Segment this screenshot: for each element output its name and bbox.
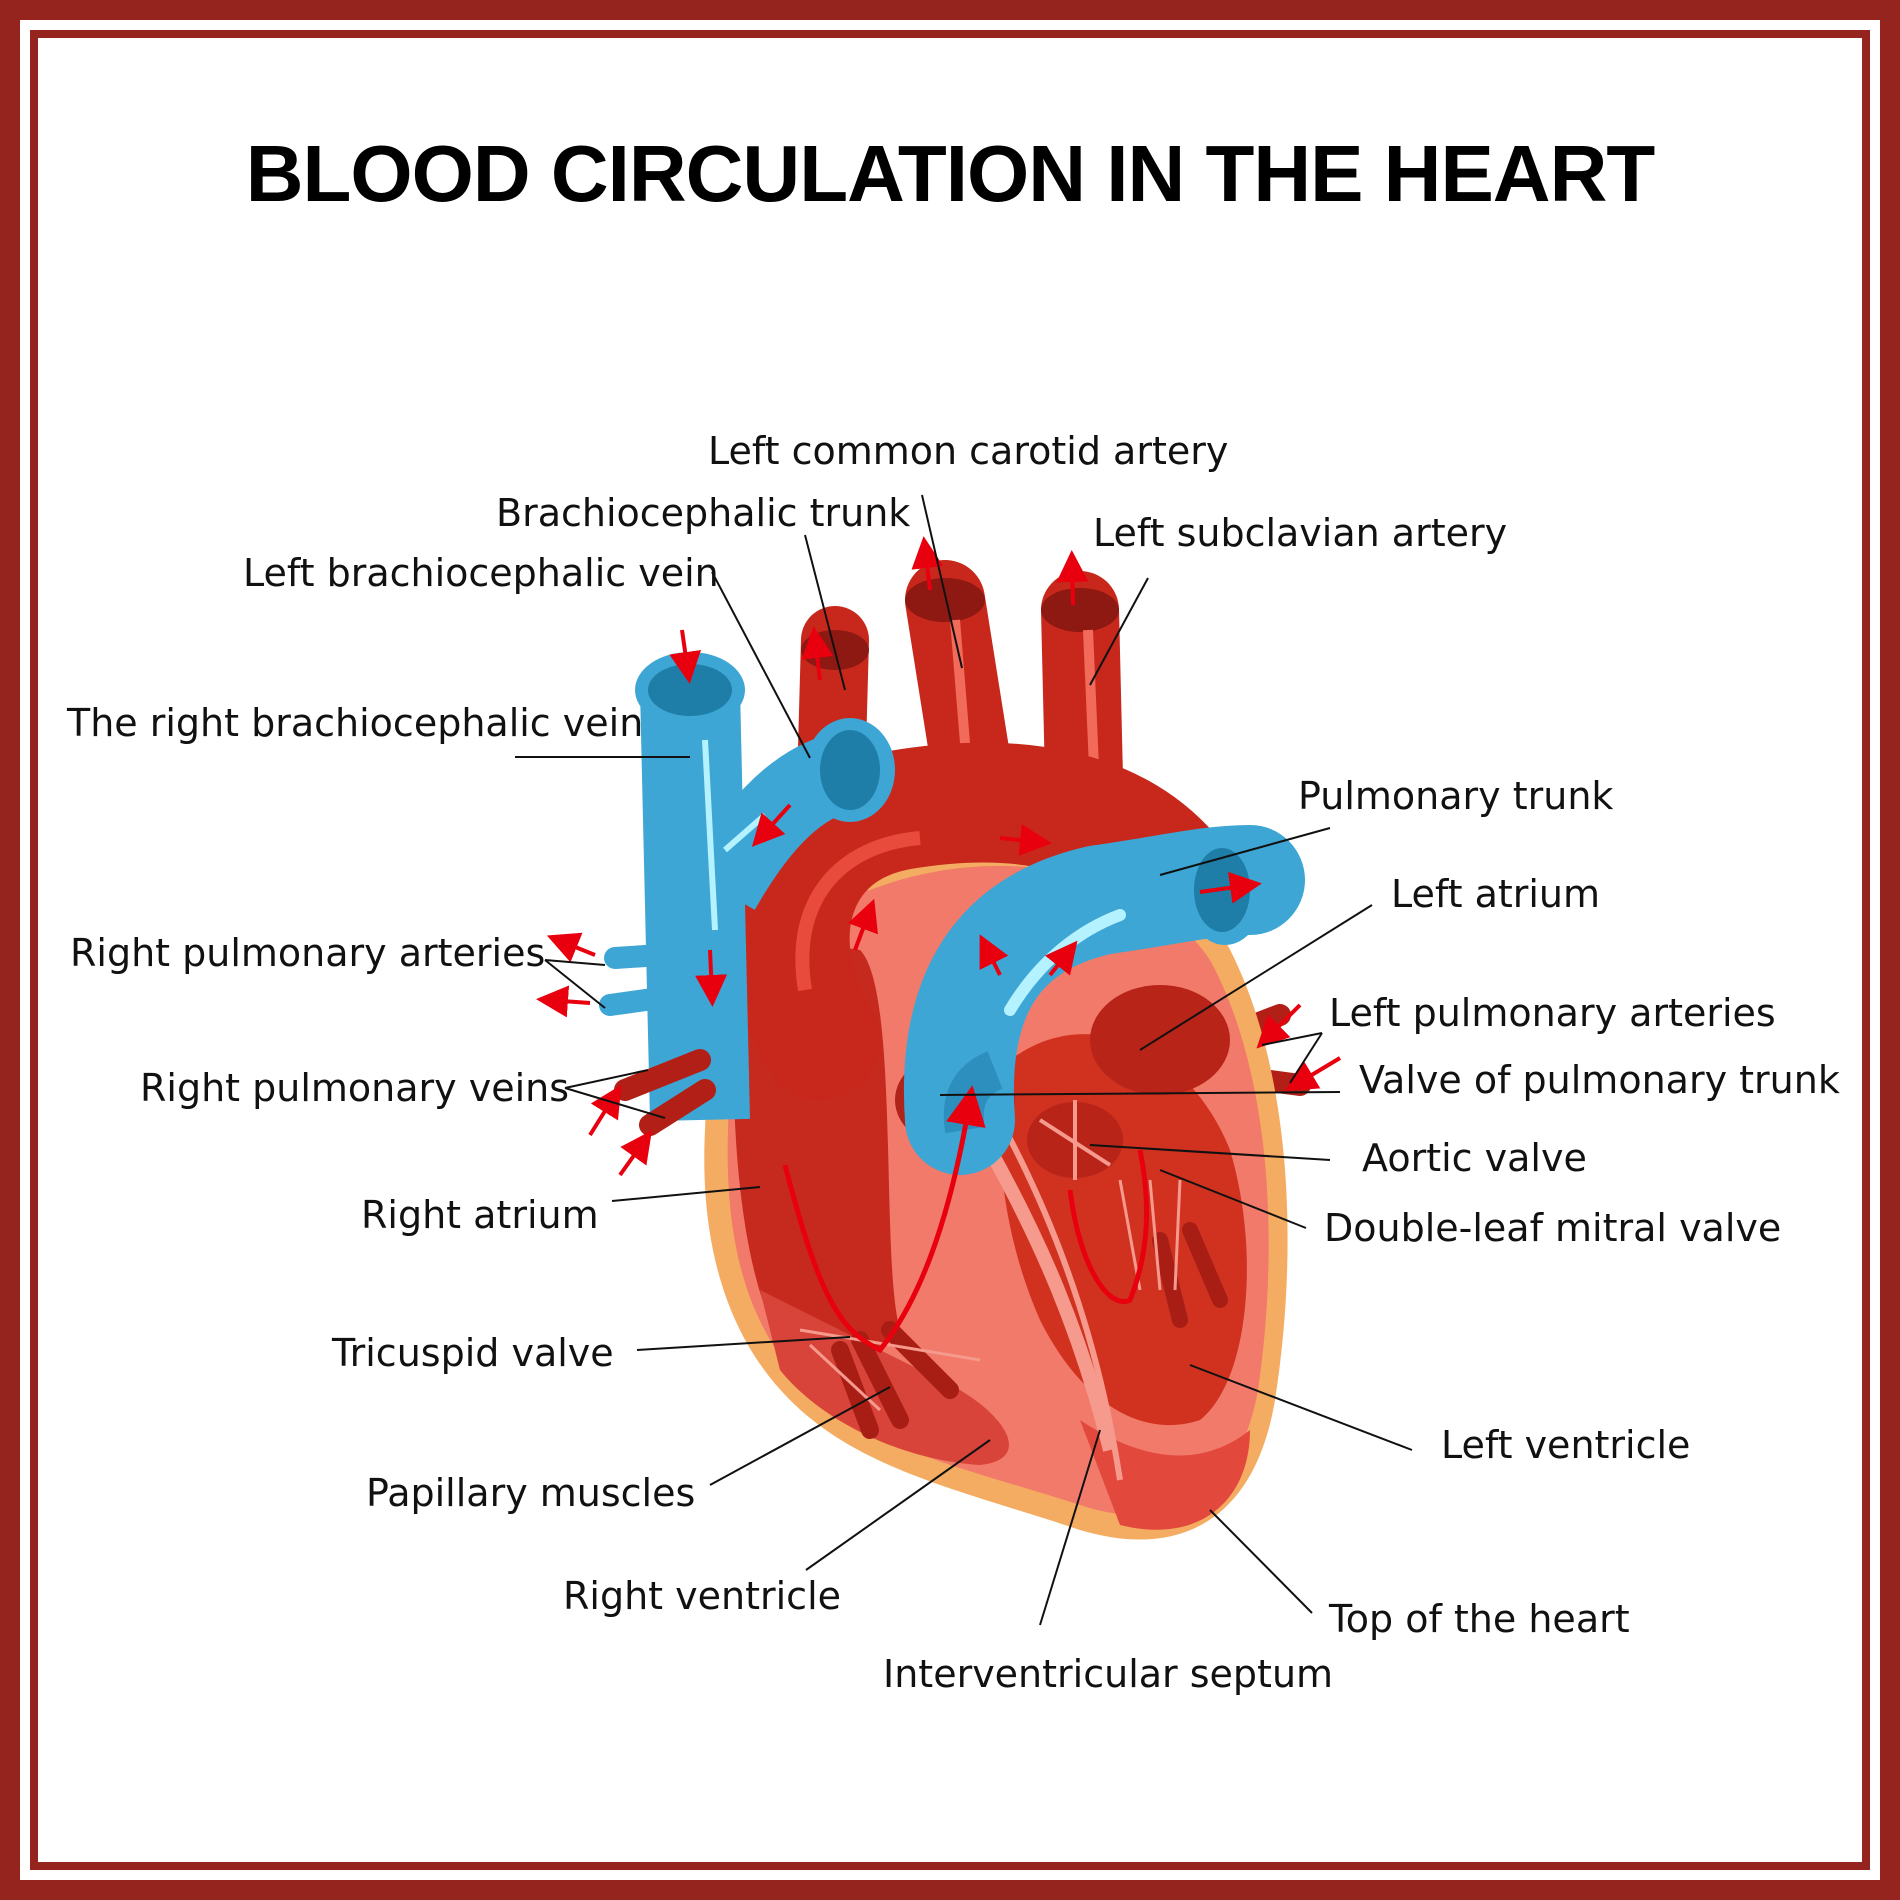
label-top-of-the-heart: Top of the heart <box>1329 1597 1630 1641</box>
label-tricuspid-valve: Tricuspid valve <box>332 1331 614 1375</box>
label-left-subclavian-artery: Left subclavian artery <box>1093 511 1508 555</box>
leader-lines <box>515 494 1413 1626</box>
right-pulmonary-veins-vessels <box>614 1049 716 1136</box>
label-double-leaf-mitral-valve: Double-leaf mitral valve <box>1324 1206 1782 1250</box>
label-right-pulmonary-veins: Right pulmonary veins <box>140 1066 570 1110</box>
label-papillary-muscles: Papillary muscles <box>366 1471 696 1515</box>
vena-cava <box>599 652 895 1122</box>
label-left-pulmonary-arteries: Left pulmonary arteries <box>1329 991 1776 1035</box>
label-pulmonary-trunk: Pulmonary trunk <box>1298 774 1614 818</box>
label-brachiocephalic-trunk: Brachiocephalic trunk <box>496 491 911 535</box>
label-left-ventricle: Left ventricle <box>1441 1423 1691 1467</box>
label-right-ventricle: Right ventricle <box>563 1574 842 1618</box>
label-valve-of-pulmonary-trunk: Valve of pulmonary trunk <box>1359 1058 1840 1102</box>
label-left-common-carotid-artery: Left common carotid artery <box>708 429 1229 473</box>
label-right-atrium: Right atrium <box>361 1193 599 1237</box>
label-right-pulmonary-arteries: Right pulmonary arteries <box>70 931 546 975</box>
label-left-atrium: Left atrium <box>1391 872 1601 916</box>
aortic-arch <box>729 742 1235 1100</box>
label-left-brachiocephalic-vein: Left brachiocephalic vein <box>243 551 719 595</box>
label-right-brachiocephalic-vein: The right brachiocephalic vein <box>67 701 644 745</box>
label-interventricular-septum: Interventricular septum <box>883 1652 1334 1696</box>
label-aortic-valve: Aortic valve <box>1362 1136 1587 1180</box>
page-title: BLOOD CIRCULATION IN THE HEART <box>245 129 1655 218</box>
